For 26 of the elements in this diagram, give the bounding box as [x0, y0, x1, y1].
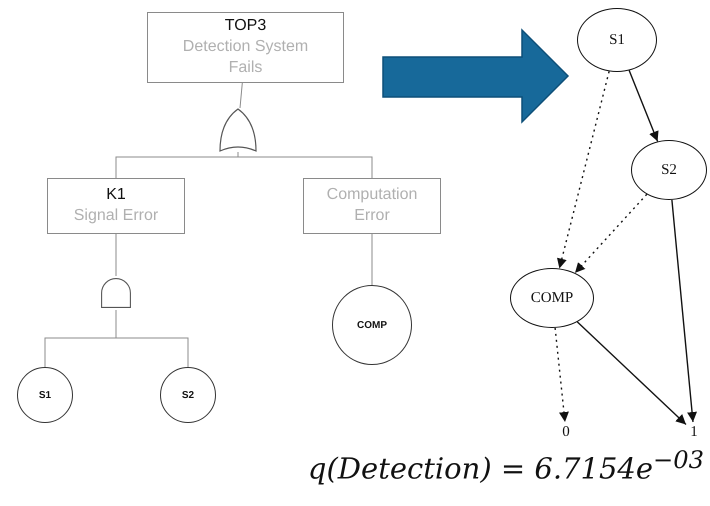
formula: q(Detection) = 6.7154e$^{−03}$: [308, 446, 704, 486]
connector-line: [240, 82, 243, 108]
bdd-node-ellipse: COMP: [510, 268, 594, 328]
event-box: [47, 178, 185, 234]
event-description: Signal Error: [74, 206, 158, 226]
connector-line: [116, 310, 188, 368]
event-description: Detection System Fails: [182, 37, 310, 78]
arrow: [628, 70, 659, 142]
bdd-node-ellipse: S2: [631, 140, 707, 200]
event-box: [147, 12, 344, 83]
arrow: [557, 71, 610, 269]
event-id: TOP3: [224, 16, 266, 36]
terminal-label: 0: [558, 422, 574, 442]
arrow: [554, 328, 569, 422]
basic-event-circle: S2: [160, 367, 216, 423]
bdd-node-ellipse: S1: [577, 8, 657, 72]
arrow: [671, 200, 698, 422]
arrow: [576, 321, 686, 425]
event-description: Computation Error: [326, 185, 418, 226]
basic-event-circle: COMP: [332, 285, 412, 365]
basic-event-circle: S1: [17, 367, 73, 423]
event-box: [303, 178, 441, 234]
arrow: [574, 194, 648, 274]
connector-line: [238, 152, 372, 178]
terminal-label: 1: [686, 422, 702, 442]
event-id: K1: [106, 185, 126, 206]
